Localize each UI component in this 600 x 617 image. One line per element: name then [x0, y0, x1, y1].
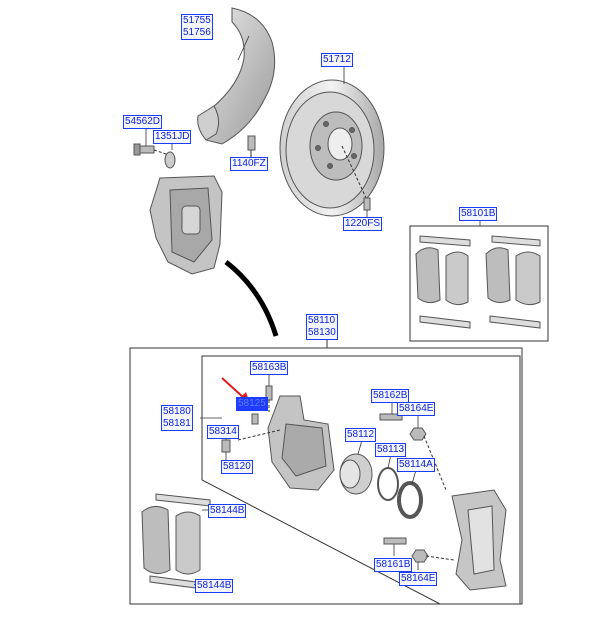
guide-pin-58314 [221, 439, 231, 453]
label-1220fs[interactable]: 1220FS [343, 217, 383, 231]
label-58110[interactable]: 58110 [308, 315, 336, 326]
label-58161b[interactable]: 58161B [374, 558, 413, 572]
label-58314[interactable]: 58314 [207, 425, 239, 439]
label-58180-58181[interactable]: 58180 58181 [161, 405, 193, 431]
label-51756[interactable]: 51756 [183, 27, 211, 38]
label-58144b-lower[interactable]: 58144B [195, 579, 234, 593]
screw-1220fs [363, 197, 371, 211]
caliper-assembly-top [149, 175, 223, 275]
label-58144b-upper[interactable]: 58144B [208, 504, 247, 518]
label-58164e-bottom[interactable]: 58164E [399, 572, 438, 586]
seal [377, 467, 399, 501]
label-58120[interactable]: 58120 [221, 460, 253, 474]
bolt-58162b [379, 413, 403, 421]
label-58130[interactable]: 58130 [308, 327, 336, 338]
bolt-58164e-bottom [411, 549, 429, 563]
cap-58125 [251, 413, 259, 425]
bolt-54562d [133, 143, 155, 156]
brake-disc [279, 79, 385, 217]
dust-shield [197, 7, 276, 145]
pad-set-lower [141, 493, 211, 589]
label-58113[interactable]: 58113 [375, 443, 407, 457]
carrier-bracket [451, 489, 507, 591]
connector-line [224, 260, 279, 337]
pad-kit-box [409, 225, 549, 342]
label-58110-58130[interactable]: 58110 58130 [306, 314, 338, 340]
label-51712[interactable]: 51712 [321, 53, 353, 67]
washer-1351jd [164, 151, 176, 169]
label-58114a[interactable]: 58114A [397, 458, 435, 472]
caliper-inner-box [201, 355, 521, 605]
label-58162b[interactable]: 58162B [371, 389, 410, 403]
label-58125[interactable]: 58125 [236, 397, 268, 411]
label-58112[interactable]: 58112 [345, 428, 377, 442]
label-51755-51756[interactable]: 51755 51756 [181, 14, 213, 40]
label-58180[interactable]: 58180 [163, 406, 191, 417]
label-58181[interactable]: 58181 [163, 418, 191, 429]
label-58101b[interactable]: 58101B [459, 207, 498, 221]
bolt-58164e-top [409, 427, 427, 441]
caliper-body [267, 395, 335, 491]
label-58164e-top[interactable]: 58164E [397, 402, 436, 416]
label-54562d[interactable]: 54562D [123, 115, 163, 129]
bolt-58161b [383, 537, 407, 545]
label-1140fz[interactable]: 1140FZ [230, 157, 268, 171]
piston [339, 453, 373, 495]
pad-set-right [415, 235, 541, 329]
label-1351jd[interactable]: 1351JD [153, 130, 192, 144]
boot [397, 481, 423, 519]
label-51755[interactable]: 51755 [183, 15, 211, 26]
caliper-kit-box [129, 347, 523, 605]
label-58163b[interactable]: 58163B [250, 361, 289, 375]
